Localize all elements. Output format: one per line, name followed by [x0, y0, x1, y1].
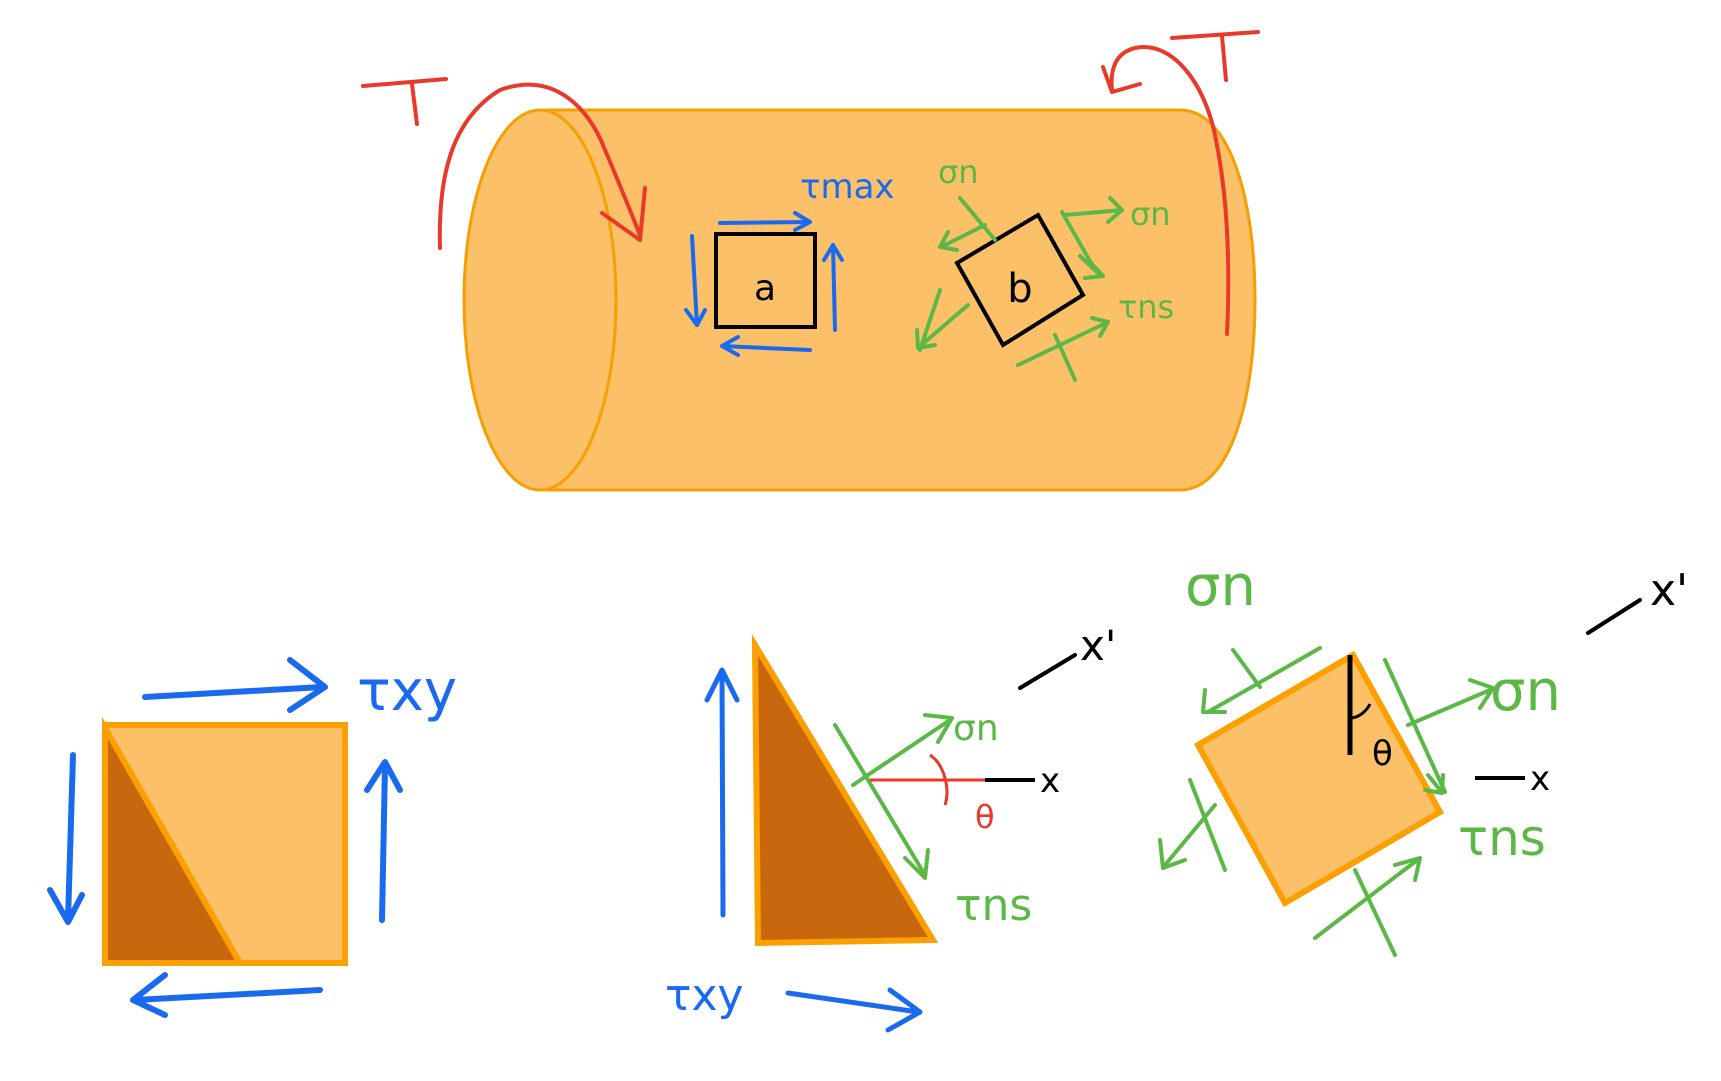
rotated-theta-arc — [1349, 703, 1372, 720]
shear-left-arrows — [47, 657, 403, 1018]
shear-arrow-bottom — [720, 335, 812, 357]
wedge-normal-shear-arrows — [833, 713, 954, 880]
wedge-tau-ns-arrow — [833, 723, 930, 880]
torque-right-arc — [1109, 44, 1231, 336]
element-a-shear-arrows — [684, 211, 844, 357]
rotated-sigma-n-top-label: σn — [1185, 554, 1256, 619]
element-b-stress-arrows — [915, 196, 1124, 382]
wedge-sigma-n-arrow — [851, 713, 954, 787]
shear-left-arrow-left — [47, 752, 85, 925]
torque-left-symbol — [361, 77, 448, 126]
rotated-arrow-right-out — [1383, 658, 1495, 794]
rotated-stress-arrows — [1158, 646, 1495, 957]
cylinder — [462, 108, 1257, 492]
shear-arrow-right — [822, 243, 844, 332]
wedge-shear-arrows — [704, 667, 923, 1033]
tau-xy-left-label: τxy — [357, 659, 457, 724]
normal-arrow-lower-right — [1016, 316, 1110, 382]
tau-ns-top-label: τns — [1118, 288, 1174, 326]
wedge-theta-arc — [929, 753, 949, 806]
rotated-tau-ns-label: τns — [1458, 809, 1546, 867]
shear-left-arrow-bottom — [130, 972, 323, 1018]
rotated-x-prime-axis — [1586, 598, 1642, 635]
wedge-arrow-horizontal — [785, 987, 923, 1033]
shear-arrow-top — [718, 211, 812, 232]
wedge-x-prime-label: x' — [1080, 621, 1116, 670]
shear-arrow-b — [1078, 254, 1105, 280]
sigma-n-right-label: σn — [1130, 195, 1171, 233]
torque-left — [361, 77, 647, 250]
shear-wedge — [102, 716, 246, 966]
rotated-arrow-left-out — [1158, 778, 1227, 872]
torque-right — [1101, 30, 1260, 336]
rotated-x-label: x — [1530, 759, 1550, 799]
element-a: a τmax — [684, 167, 895, 357]
wedge-element-middle: τxy θ x x' σn τns — [665, 621, 1116, 1033]
sigma-n-top-label: σn — [938, 153, 979, 191]
shear-left-arrow-right — [364, 759, 403, 923]
wedge-theta-label: θ — [975, 798, 995, 836]
element-a-label: a — [754, 268, 776, 309]
rotated-arrow-shear-right — [1423, 773, 1445, 795]
rotated-element-right: θ σn σn τns x x' — [1158, 554, 1688, 957]
normal-arrow-upper-left — [938, 196, 997, 252]
shear-left-arrow-top — [142, 657, 328, 713]
wedge-x-prime-axis — [1018, 653, 1077, 690]
wedge-triangle — [751, 634, 939, 947]
cylinder-end-face — [462, 108, 618, 492]
element-b: b σn σn τns — [915, 153, 1174, 382]
torque-right-symbol — [1170, 30, 1260, 82]
wedge-arrow-vertical — [704, 667, 740, 918]
shear-element-left: τxy — [47, 657, 457, 1018]
tau-max-label: τmax — [800, 167, 895, 207]
normal-arrow-lower-left — [915, 288, 970, 352]
element-b-square — [954, 212, 1086, 348]
torque-left-arrowhead — [600, 186, 647, 242]
tau-xy-middle-label: τxy — [665, 970, 744, 1021]
rotated-square — [1193, 650, 1445, 908]
rotated-sigma-n-side-label: σn — [1490, 659, 1561, 724]
rotated-arrow-top-in — [1201, 646, 1322, 714]
element-b-label: b — [1007, 266, 1032, 312]
shear-arrow-left — [684, 234, 707, 327]
wedge-sigma-n-label: σn — [953, 708, 999, 749]
rotated-theta-label: θ — [1372, 734, 1393, 774]
wedge-x-label: x — [1040, 761, 1060, 801]
rotated-x-prime-label: x' — [1650, 565, 1688, 616]
torque-right-arrowhead — [1101, 65, 1142, 94]
wedge-tau-ns-label: τns — [955, 880, 1032, 931]
cylinder-body — [545, 108, 1257, 492]
element-a-square — [714, 232, 817, 329]
rotated-arrow-bottom-in — [1313, 856, 1422, 957]
torque-left-arc — [437, 82, 642, 250]
